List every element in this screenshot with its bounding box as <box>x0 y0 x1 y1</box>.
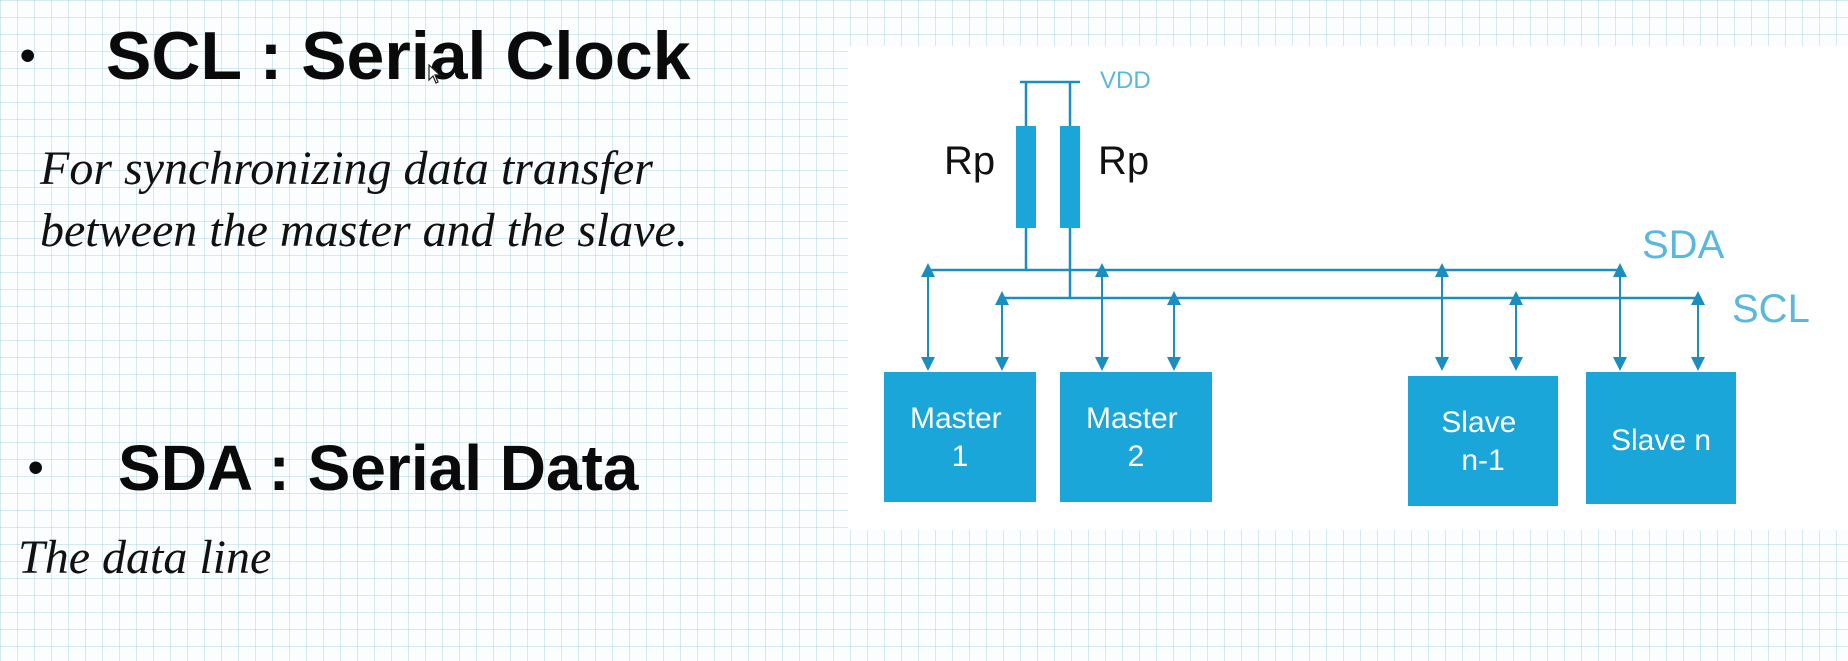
sda-heading: SDA : Serial Data <box>118 432 639 504</box>
device-label-line-1: Slave n <box>1611 424 1711 457</box>
bullet-dot: • <box>20 31 36 80</box>
mouse-pointer-icon <box>428 64 442 84</box>
device-label: Slave n-1 <box>1441 406 1524 477</box>
device-box <box>884 372 1036 502</box>
device-master-2: Master 2 <box>1060 372 1212 502</box>
device-slave-n: Slave n <box>1586 372 1736 504</box>
device-label-line-1: Slave <box>1441 406 1516 439</box>
device-box <box>1060 372 1212 502</box>
device-label: Master 2 <box>1086 402 1186 473</box>
device-label-line-2: 2 <box>1128 440 1145 473</box>
scl-description-line-1: For synchronizing data transfer <box>40 142 653 195</box>
device-box <box>1408 376 1558 506</box>
resistor-label-2: Rp <box>1098 139 1149 183</box>
resistor-label-1: Rp <box>944 139 995 183</box>
device-master-1: Master 1 <box>884 372 1036 502</box>
vdd-label: VDD <box>1100 67 1151 94</box>
sda-description: The data line <box>18 531 272 584</box>
device-label-line-1: Master <box>1086 402 1178 435</box>
i2c-bus-svg: VDD Rp Rp SDA SCL <box>884 67 1810 506</box>
device-label-line-2: 1 <box>952 440 969 473</box>
device-label: Master 1 <box>910 402 1010 473</box>
device-box <box>1586 372 1736 504</box>
sda-line-label: SDA <box>1642 223 1725 267</box>
scl-heading: SCL : Serial Clock <box>106 18 691 94</box>
device-label-line-1: Master <box>910 402 1002 435</box>
pullup-resistor-scl <box>1060 126 1080 228</box>
scl-description: For synchronizing data transfer between … <box>40 138 688 262</box>
device-label-line-2: n-1 <box>1461 444 1504 477</box>
device-label: Slave n <box>1611 424 1711 457</box>
scl-bullet: • SCL : Serial Clock <box>20 16 740 96</box>
i2c-bus-diagram: VDD Rp Rp SDA SCL <box>848 46 1848 530</box>
scl-line-label: SCL <box>1732 287 1810 331</box>
bullet-dot: • <box>28 443 44 492</box>
pullup-resistor-sda <box>1016 126 1036 228</box>
device-slave-n-1: Slave n-1 <box>1408 376 1558 506</box>
scl-description-line-2: between the master and the slave. <box>40 204 688 257</box>
sda-bullet: • SDA : Serial Data <box>28 428 728 508</box>
